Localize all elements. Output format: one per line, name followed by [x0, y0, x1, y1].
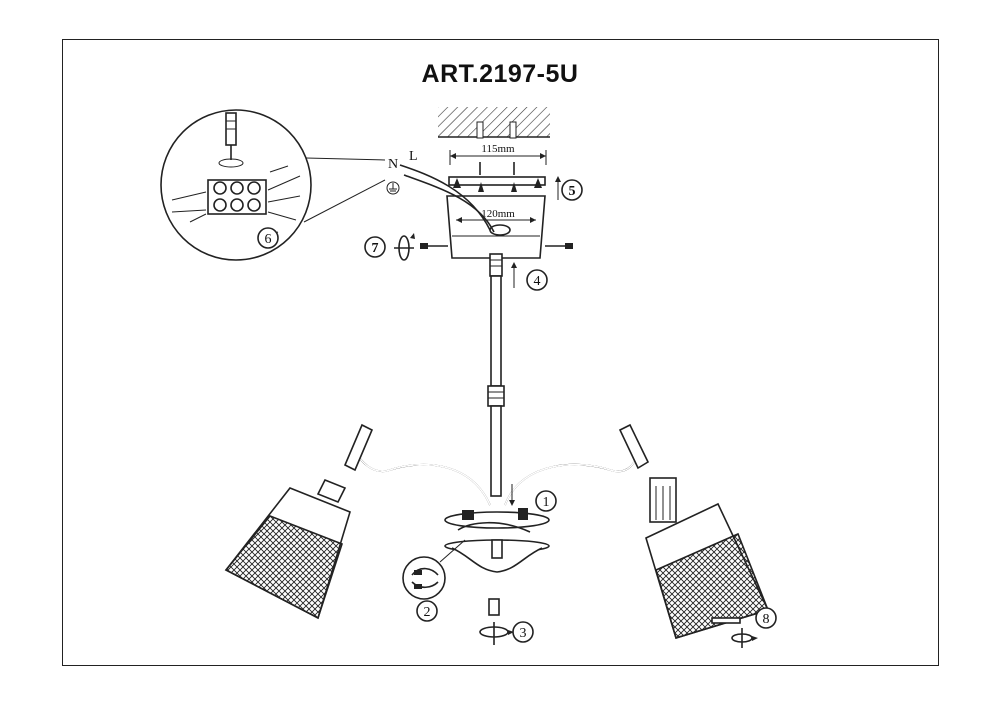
- rotate-arrow-icon: [394, 233, 415, 261]
- left-arm: [343, 423, 491, 506]
- svg-text:1: 1: [543, 495, 550, 510]
- svg-text:5: 5: [569, 184, 576, 199]
- step-badge-6: 6: [257, 227, 279, 249]
- step-badge-5: 5: [561, 179, 583, 201]
- svg-text:4: 4: [534, 274, 541, 289]
- ceiling: [438, 107, 550, 139]
- dimension-top: 115mm: [449, 143, 547, 165]
- step-arrows: [509, 176, 561, 506]
- right-arm: [504, 423, 650, 506]
- svg-text:2: 2: [424, 605, 431, 620]
- live-wire-label: L: [409, 149, 418, 164]
- inset-terminal-detail: [160, 109, 386, 261]
- step-badge-3: 3: [512, 621, 534, 643]
- mounting-bracket: [448, 162, 546, 192]
- svg-text:8: 8: [763, 612, 770, 627]
- step-badge-7: 7: [364, 236, 386, 258]
- dimension-top-label: 115mm: [481, 143, 515, 155]
- svg-text:7: 7: [372, 241, 379, 256]
- screwdriver-icon: [218, 112, 244, 168]
- center-body: [444, 508, 550, 573]
- diagram-frame: [62, 39, 939, 666]
- right-shade: [645, 477, 770, 640]
- left-shade: [224, 478, 351, 620]
- end-cap: [479, 598, 514, 645]
- step-badge-8: 8: [755, 607, 777, 629]
- step-badge-4: 4: [526, 269, 548, 291]
- step-badge-1: 1: [535, 490, 557, 512]
- shade-fastener: [711, 617, 758, 648]
- lamp-stem: [487, 253, 505, 497]
- article-title: ART.2197-5U: [421, 60, 579, 88]
- ground-symbol-icon: [386, 181, 400, 195]
- ceiling-canopy: 120mm: [399, 164, 573, 259]
- dimension-bottom-label: 120mm: [481, 208, 515, 220]
- step-badge-2: 2: [416, 600, 438, 622]
- wire-connector-detail: [402, 539, 466, 600]
- neutral-wire-label: N: [388, 157, 398, 172]
- svg-text:6: 6: [265, 232, 272, 247]
- svg-text:3: 3: [520, 626, 527, 641]
